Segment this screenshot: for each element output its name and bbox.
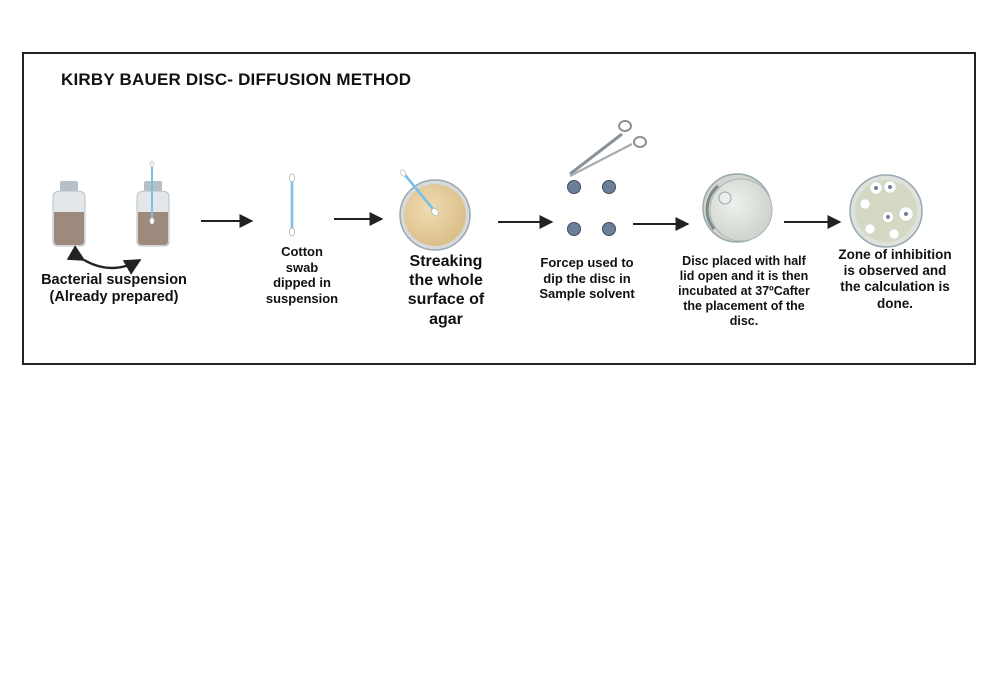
disc-icon <box>567 180 616 236</box>
diagram-title: KIRBY BAUER DISC- DIFFUSION METHOD <box>61 70 412 89</box>
inhibition-plate-icon <box>849 174 923 248</box>
bottle-icon <box>52 181 86 247</box>
petri-dish-icon <box>702 173 773 243</box>
step-label-disc-placed: Disc placed with half lid open and it is… <box>678 254 810 328</box>
step-label-bacterial-suspension: Bacterial suspension (Already prepared) <box>41 272 187 306</box>
mixing-arrow-icon <box>66 245 142 275</box>
step-label-zone-of-inhibition: Zone of inhibition is observed and the c… <box>838 247 952 311</box>
diagram-frame: KIRBY BAUER DISC- DIFFUSION METHOD <box>22 52 976 365</box>
step-label-forcep: Forcep used to dip the disc in Sample so… <box>539 255 635 302</box>
swab-icon <box>289 173 295 237</box>
agar-plate-icon <box>399 169 471 251</box>
diagram-artwork <box>52 120 923 275</box>
step-label-streaking: Streaking the whole surface of agar <box>407 253 485 328</box>
bottle-icon <box>136 160 170 247</box>
step-label-cotton-swab: Cotton swab dipped in suspension <box>265 244 339 306</box>
forceps-icon <box>569 120 647 177</box>
